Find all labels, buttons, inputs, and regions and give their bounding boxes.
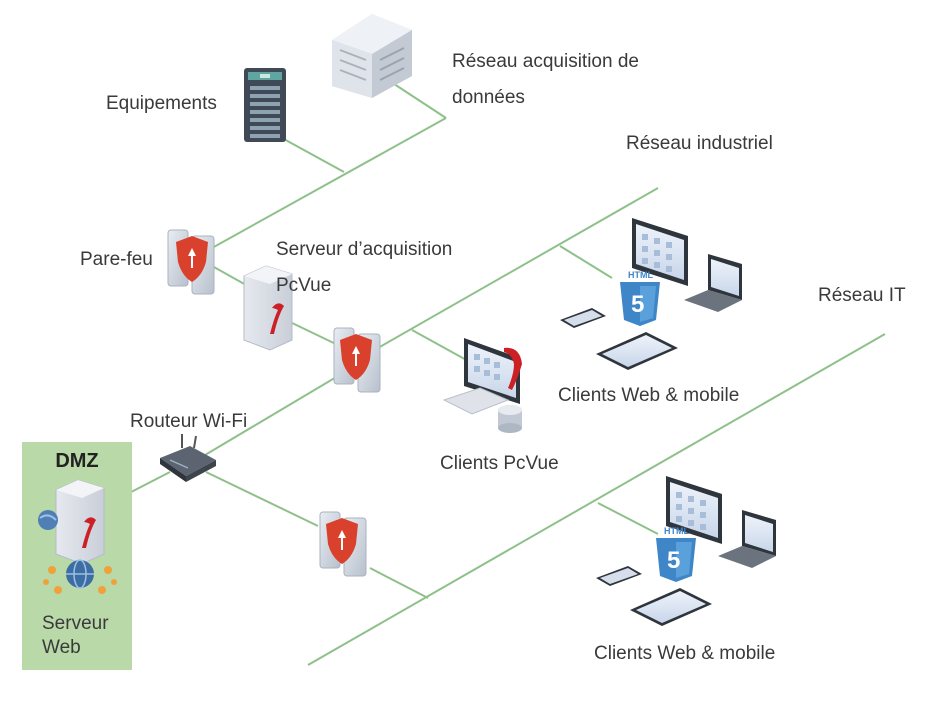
globe-icon: [38, 510, 58, 530]
acquisition-rack-icon: [332, 14, 412, 98]
line-firewall2-router: [199, 375, 339, 459]
firewall-icon-3: [319, 511, 367, 577]
html5-text: HTML: [628, 270, 653, 280]
line-acquisition-rack: [387, 79, 447, 119]
monitor-icon: [666, 476, 722, 544]
label-clients-pcvue: Clients PcVue: [440, 453, 559, 474]
web-globe-icon: [43, 559, 117, 594]
label-reseau-it: Réseau IT: [818, 285, 906, 306]
web-mobile-clients-icon-1: HTML 5: [560, 218, 742, 370]
pcvue-acquisition-server-icon: [243, 265, 293, 351]
label-reseau-acquisition-1: Réseau acquisition de: [452, 51, 639, 72]
label-reseau-acquisition-2: données: [452, 87, 525, 108]
line-server-firewall2: [289, 321, 341, 347]
monitor-icon: [632, 218, 688, 286]
label-equipements: Equipements: [106, 93, 217, 114]
label-serveur-acquisition-1: Serveur d’acquisition: [276, 239, 453, 260]
label-reseau-industriel: Réseau industriel: [626, 133, 773, 154]
line-equipements: [281, 137, 345, 173]
industrial-network-line: [377, 187, 659, 349]
line-firewall3-it: [369, 567, 429, 599]
label-clients-web-mobile-1: Clients Web & mobile: [558, 385, 740, 406]
equipment-server-icon: [244, 68, 286, 142]
label-pare-feu: Pare-feu: [80, 249, 153, 270]
dmz-subtitle: Serveur Web: [42, 613, 109, 658]
wifi-router-icon: [160, 434, 216, 482]
acquisition-network-line: [211, 117, 447, 249]
html5-badge-icon: HTML 5: [620, 270, 660, 326]
pcvue-client-icon: [442, 338, 522, 433]
firewall-icon-1: [167, 229, 215, 295]
dmz-web-server-icon: [38, 479, 117, 594]
html5-number: 5: [631, 291, 644, 318]
label-serveur-acquisition-2: PcVue: [276, 275, 332, 296]
network-lines: [103, 79, 886, 666]
smartphone-icon: [560, 308, 606, 328]
smartphone-icon: [596, 566, 642, 586]
web-mobile-clients-icon-2: HTML 5: [596, 476, 776, 626]
html5-badge-icon: HTML 5: [656, 526, 696, 582]
line-industrial-pcvue: [411, 329, 471, 363]
html5-number: 5: [667, 547, 680, 574]
line-router-firewall3: [205, 471, 319, 527]
tablet-icon: [596, 332, 678, 370]
firewall-icon-2: [333, 327, 381, 393]
line-industrial-webclients: [559, 245, 613, 279]
it-network-line: [307, 333, 886, 666]
dmz-zone: DMZ Serveur Web: [22, 442, 132, 670]
html5-text: HTML: [664, 526, 689, 536]
line-it-webclients: [597, 502, 659, 535]
laptop-icon: [684, 254, 742, 312]
label-clients-web-mobile-2: Clients Web & mobile: [594, 643, 776, 664]
dmz-title: DMZ: [55, 450, 99, 472]
tablet-icon: [630, 588, 712, 626]
label-routeur-wifi: Routeur Wi-Fi: [130, 411, 248, 432]
laptop-icon: [718, 510, 776, 568]
